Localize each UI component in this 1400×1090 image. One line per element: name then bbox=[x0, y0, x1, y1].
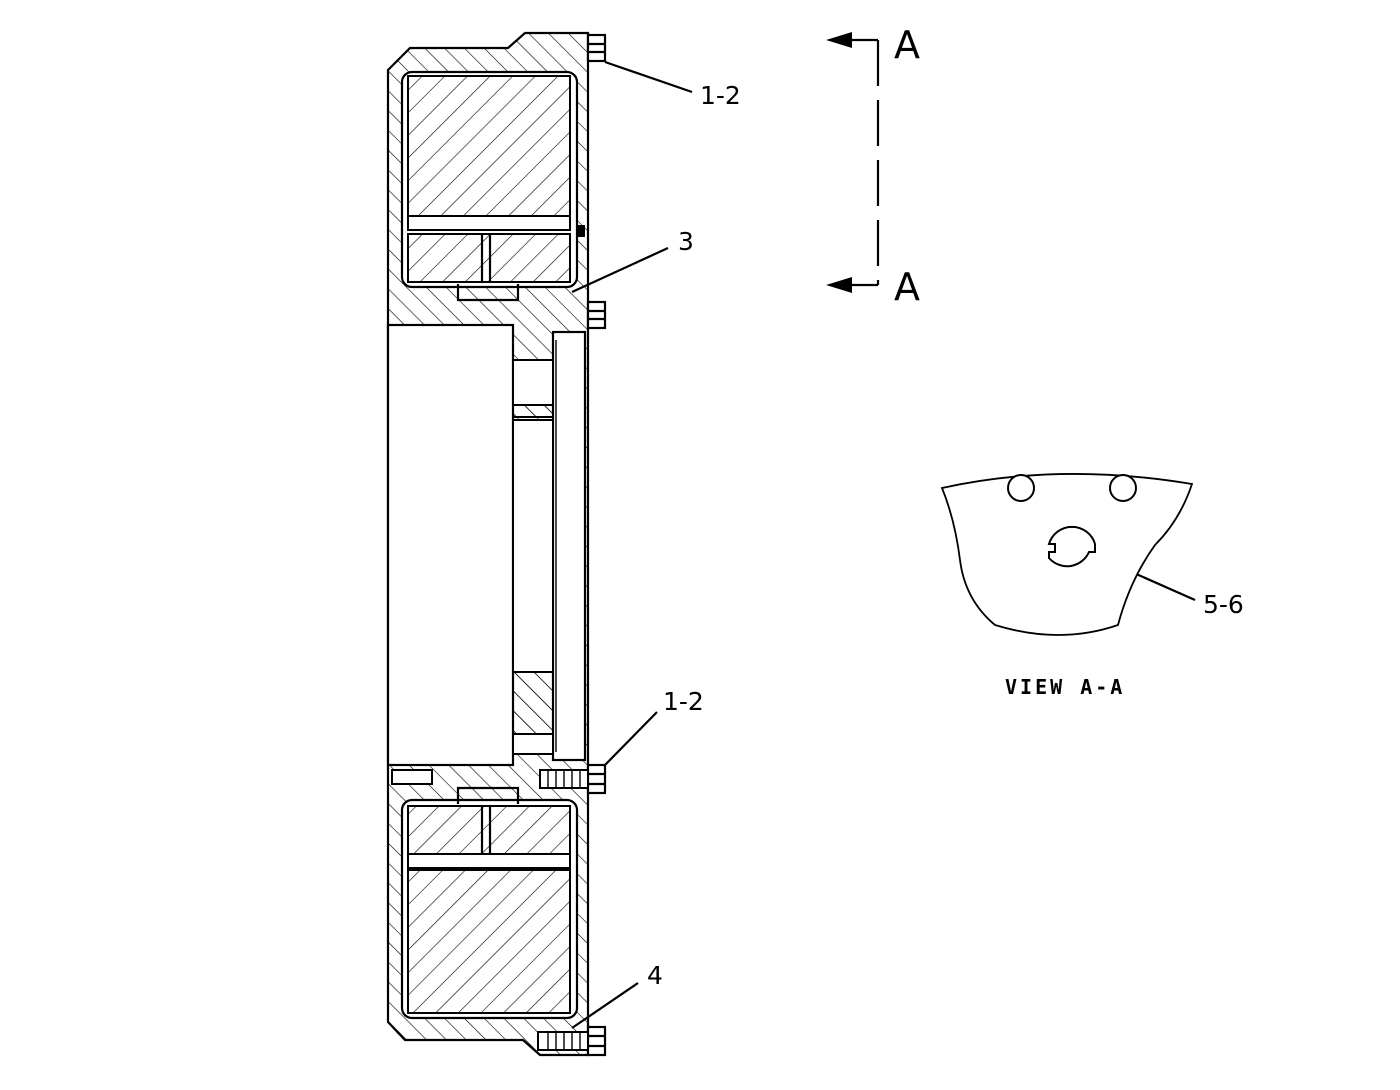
bolt-top bbox=[586, 33, 607, 63]
upper-coil-block bbox=[407, 75, 585, 302]
section-letter-top: A bbox=[894, 23, 920, 67]
view-a-a-detail: VIEW A-A bbox=[940, 473, 1194, 699]
lower-coil-block bbox=[407, 786, 571, 1014]
leader-1-2-top bbox=[604, 60, 693, 94]
section-letter-bottom: A bbox=[894, 265, 920, 309]
bolt-hole-right bbox=[1109, 474, 1137, 502]
callout-4: 4 bbox=[647, 961, 663, 990]
callout-5-6: 5-6 bbox=[1203, 590, 1244, 619]
inner-hub bbox=[512, 359, 554, 755]
callout-1-2-top: 1-2 bbox=[700, 81, 741, 110]
leader-1-2-lower bbox=[604, 711, 658, 766]
bolt-hole-left bbox=[1007, 474, 1035, 502]
arrow-left-icon bbox=[826, 32, 852, 48]
leader-3 bbox=[571, 247, 669, 293]
callout-3: 3 bbox=[678, 227, 694, 256]
view-label: VIEW A-A bbox=[1005, 675, 1125, 699]
bolt-bottom bbox=[537, 1025, 607, 1057]
bolt-middle-upper bbox=[586, 300, 607, 330]
leader-4 bbox=[571, 982, 639, 1029]
bolt-middle-lower bbox=[391, 763, 607, 795]
arrow-left-icon bbox=[826, 277, 852, 293]
cover-plate bbox=[551, 330, 587, 762]
keyed-bore bbox=[1047, 525, 1096, 568]
section-marker: A A bbox=[826, 23, 920, 309]
callout-1-2-lower: 1-2 bbox=[663, 687, 704, 716]
